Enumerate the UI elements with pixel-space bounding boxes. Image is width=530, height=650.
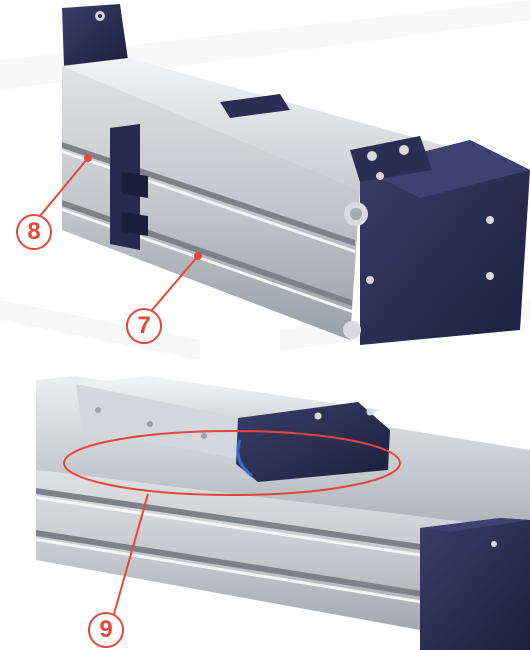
callout-9: 9 (88, 612, 124, 648)
highlight-ellipse (63, 430, 401, 615)
leader-lines-top (39, 154, 202, 311)
top-actuator (62, 4, 530, 345)
bottom-actuator (36, 376, 530, 650)
callout-7: 7 (126, 308, 162, 344)
callout-8: 8 (16, 214, 52, 250)
